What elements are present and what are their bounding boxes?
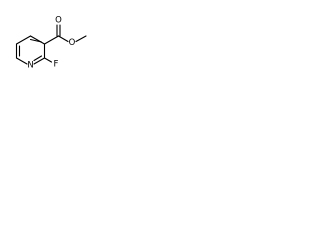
ring-bond-n1-c2-inner (33, 55, 43, 62)
ring-bond-c4-c5 (15, 35, 32, 45)
methyl-2-fluoronicotinate-structure: N F O O (15, 16, 87, 71)
ring-bond-c3-c4 (29, 35, 46, 45)
ring-bond-n1-c2 (33, 57, 46, 65)
bond-carbonyl-ester-o (57, 35, 69, 43)
bond-c2-f (43, 57, 53, 63)
ring-bond-c6-n1 (15, 57, 28, 65)
atom-label-carbonyl-oxygen: O (55, 16, 62, 26)
atom-label-ester-oxygen: O (69, 38, 76, 48)
atom-label-fluorine: F (54, 60, 59, 70)
ring-bond-c3-c4-inner (29, 38, 43, 43)
atom-label-nitrogen: N (27, 61, 33, 71)
bond-c3-carbonyl (43, 35, 60, 45)
bond-ester-o-methyl (75, 35, 87, 43)
